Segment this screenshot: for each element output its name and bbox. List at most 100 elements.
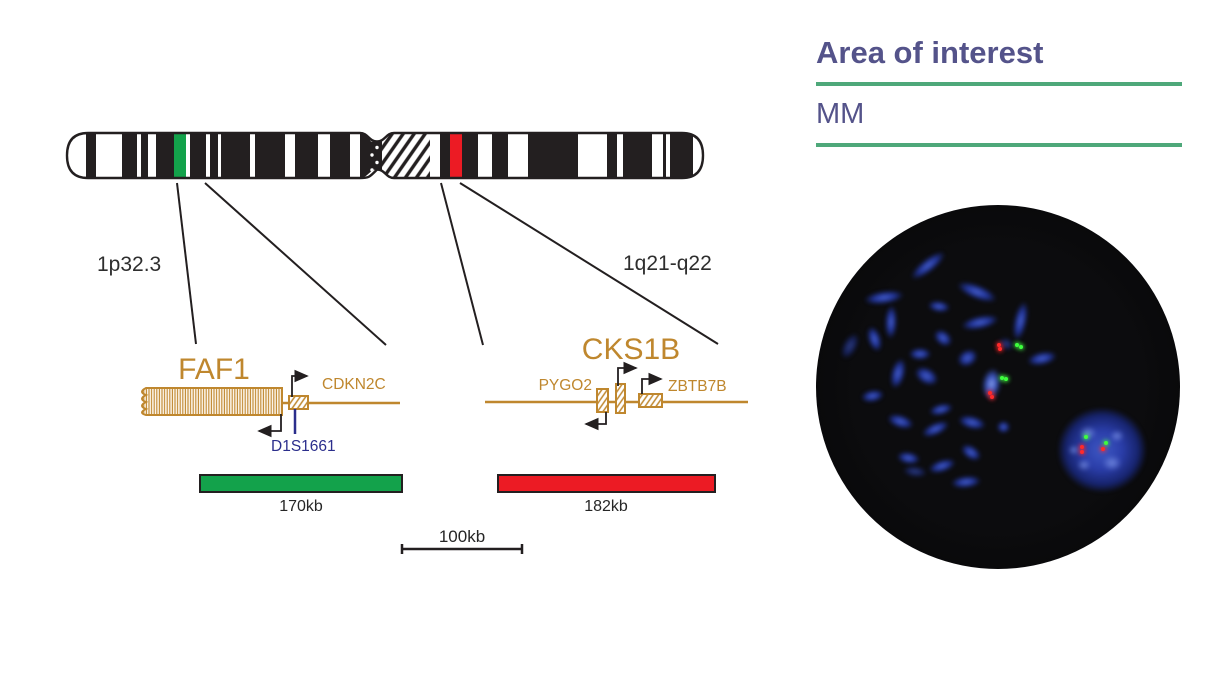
pygo2-gene-label: PYGO2 bbox=[539, 377, 592, 394]
q-callout-line-left bbox=[440, 182, 484, 346]
chromosome-band-black bbox=[528, 133, 578, 178]
cks1b-transcription-arrow bbox=[617, 361, 638, 386]
chromosome-band-black bbox=[663, 133, 666, 178]
red-fish-signal bbox=[990, 395, 994, 399]
metaphase-chromosome bbox=[887, 356, 909, 390]
cks1b-locus: CKS1B PYGO2 ZBTB7B bbox=[485, 333, 748, 431]
chromosome-band-black bbox=[607, 133, 617, 178]
chromosome-band-black bbox=[210, 133, 218, 178]
chromosome-band-1p32-green bbox=[174, 133, 186, 178]
metaphase-chromosome bbox=[902, 463, 928, 479]
zbtb7b-transcription-arrow bbox=[641, 372, 663, 394]
metaphase-chromosome bbox=[926, 455, 958, 477]
metaphase-chromosome bbox=[863, 324, 885, 354]
red-fish-signal bbox=[988, 391, 992, 395]
cdkn2c-gene-box bbox=[288, 395, 309, 410]
metaphase-chromosome bbox=[895, 450, 921, 466]
chromosome-band-black bbox=[190, 133, 206, 178]
divider-top bbox=[816, 82, 1182, 87]
chromosome-map-figure: 1p32.3 1q21-q22 FAF1 CDKN2C D1S1661 CKS1… bbox=[65, 131, 748, 554]
red-probe-size-label: 182kb bbox=[584, 498, 628, 515]
green-fish-signal bbox=[1084, 435, 1088, 439]
metaphase-chromosome bbox=[863, 287, 905, 307]
red-fish-signal bbox=[997, 343, 1001, 347]
chromosome-band-black bbox=[492, 133, 508, 178]
green-fish-signal bbox=[1019, 345, 1023, 349]
metaphase-chromosome bbox=[996, 421, 1010, 433]
q-band-label: 1q21-q22 bbox=[623, 252, 712, 275]
chromosome-band-black bbox=[670, 133, 693, 178]
q-callout-line-right bbox=[459, 182, 719, 345]
faf1-gene-label: FAF1 bbox=[178, 353, 250, 386]
metaphase-chromosome bbox=[919, 417, 951, 441]
panel-subtitle: MM bbox=[816, 98, 865, 131]
chromosome-band-black bbox=[360, 133, 366, 178]
nucleus-texture-patch bbox=[1079, 426, 1097, 440]
red-fish-signal bbox=[1080, 445, 1084, 449]
green-fish-signal bbox=[1004, 377, 1008, 381]
faf1-transcription-arrow bbox=[257, 414, 282, 438]
chromosome-band-black bbox=[330, 133, 350, 178]
metaphase-chromosome bbox=[930, 326, 956, 350]
chromosome-band-black bbox=[221, 133, 250, 178]
chromosome-1-ideogram bbox=[65, 131, 705, 180]
chromosome-band-black bbox=[440, 133, 450, 178]
metaphase-chromosome bbox=[927, 299, 951, 313]
chromosome-band-black bbox=[156, 133, 174, 178]
zbtb7b-gene-box bbox=[638, 393, 663, 408]
metaphase-chromosome bbox=[911, 362, 941, 390]
p-callout-line-left bbox=[176, 182, 197, 345]
green-fish-signal bbox=[1000, 376, 1004, 380]
metaphase-chromosome bbox=[950, 474, 982, 490]
chromosome-band-black bbox=[255, 133, 285, 178]
green-probe-size-label: 170kb bbox=[279, 498, 323, 515]
metaphase-chromosome bbox=[859, 388, 885, 404]
panel-title: Area of interest bbox=[816, 35, 1044, 70]
metaphase-chromosome bbox=[958, 440, 984, 464]
metaphase-chromosome bbox=[953, 345, 981, 371]
nucleus-texture-patch bbox=[1077, 459, 1091, 471]
metaphase-chromosome bbox=[960, 311, 1000, 333]
metaphase-chromosome bbox=[907, 246, 949, 284]
p-callout-line-right bbox=[204, 182, 387, 346]
cks1b-gene-label: CKS1B bbox=[582, 333, 680, 366]
chromosome-band-1q21-red bbox=[450, 133, 462, 178]
chromosome-band-black bbox=[122, 133, 137, 178]
p-band-label: 1p32.3 bbox=[97, 253, 161, 276]
centromere-dot bbox=[370, 153, 374, 157]
chromosome-band-black bbox=[623, 133, 652, 178]
red-probe-bar bbox=[497, 474, 716, 493]
green-fish-signal bbox=[1015, 343, 1019, 347]
centromere-dot bbox=[370, 168, 374, 172]
metaphase-chromosome bbox=[954, 277, 1000, 307]
faf1-gene-box bbox=[141, 387, 283, 416]
d1s1661-marker-label: D1S1661 bbox=[271, 438, 336, 455]
centromere-region bbox=[366, 133, 382, 178]
metaphase-chromosome bbox=[956, 412, 988, 432]
ideogram-bands bbox=[86, 133, 693, 178]
pygo2-transcription-arrow bbox=[584, 412, 607, 431]
nucleus-texture-patch bbox=[1102, 455, 1122, 471]
metaphase-chromosome bbox=[884, 304, 898, 340]
green-fish-signal bbox=[1104, 441, 1108, 445]
metaphase-chromosome bbox=[837, 330, 863, 362]
metaphase-chromosome bbox=[909, 348, 931, 360]
nucleus-texture-patch bbox=[1068, 445, 1080, 455]
metaphase-chromosome bbox=[885, 410, 915, 432]
scale-bar-label: 100kb bbox=[439, 527, 485, 546]
fish-image bbox=[816, 205, 1180, 569]
chromosome-band-black bbox=[141, 133, 148, 178]
chromosome-outline bbox=[65, 131, 705, 180]
heterochromatin-hatched-band bbox=[382, 133, 430, 178]
scale-bar: 100kb bbox=[400, 527, 524, 554]
nucleus-texture-patch bbox=[1110, 430, 1124, 442]
cks1b-gene-box bbox=[615, 383, 626, 414]
red-fish-signal bbox=[998, 347, 1002, 351]
cdkn2c-transcription-arrow bbox=[291, 369, 309, 397]
divider-bottom bbox=[816, 142, 1182, 147]
centromere-dot bbox=[375, 160, 379, 165]
red-fish-signal bbox=[1101, 447, 1105, 451]
green-probe-bar bbox=[199, 474, 403, 493]
chromosome-band-black bbox=[86, 133, 96, 178]
